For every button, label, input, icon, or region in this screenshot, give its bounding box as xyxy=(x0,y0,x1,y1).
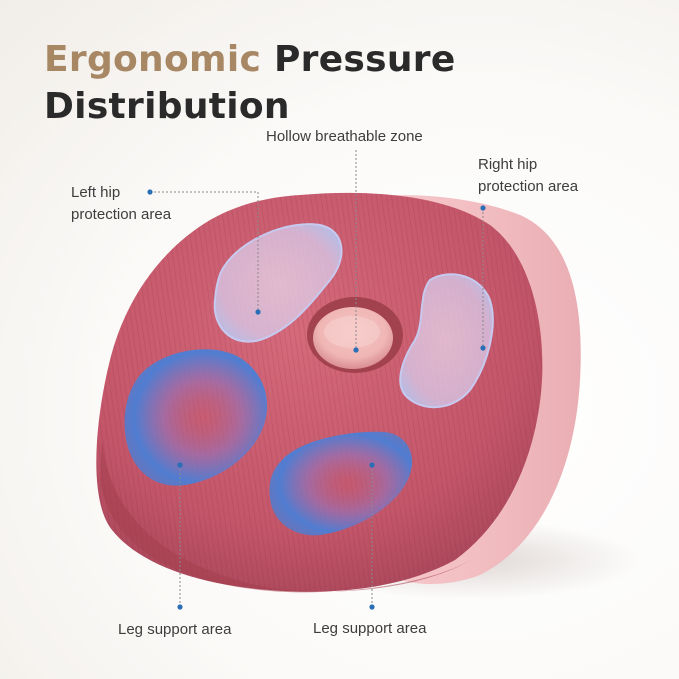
left-hip-zone xyxy=(213,223,343,343)
hollow-breathable-zone xyxy=(307,297,403,373)
callout-dots xyxy=(147,189,486,610)
dot-leg-right-label xyxy=(369,604,375,610)
headline-accent: Ergonomic xyxy=(44,39,262,80)
headline-line-2: Distribution xyxy=(44,86,290,127)
label-right-hip-line2: protection area xyxy=(478,178,579,195)
leader-left-hip xyxy=(150,191,259,312)
dot-leg-left-zone xyxy=(177,462,183,468)
label-left-hip-line1: Left hip xyxy=(71,184,121,201)
right-hip-zone xyxy=(399,273,494,409)
label-right-hip: Right hip protection area xyxy=(478,154,578,198)
headline-line-1: Ergonomic Pressure xyxy=(44,42,456,78)
dot-left-hip-label xyxy=(147,189,153,195)
headline-rest: Pressure xyxy=(273,39,456,80)
label-right-hip-line1: Right hip xyxy=(478,156,538,173)
dot-leg-left-label xyxy=(177,604,183,610)
right-leg-zone xyxy=(269,431,413,536)
callout-leaders xyxy=(150,150,484,607)
dot-hollow-zone xyxy=(353,347,359,353)
dot-right-hip-label xyxy=(480,205,486,211)
dot-right-hip-zone xyxy=(480,345,486,351)
dot-leg-right-zone xyxy=(369,462,375,468)
dot-left-hip-zone xyxy=(255,309,261,315)
label-hollow-breathable-zone: Hollow breathable zone xyxy=(266,128,423,145)
label-left-hip-line2: protection area xyxy=(71,206,172,223)
label-left-hip: Left hip protection area xyxy=(71,182,171,226)
label-leg-support-left: Leg support area xyxy=(118,621,232,638)
label-leg-support-right: Leg support area xyxy=(313,620,427,637)
left-leg-zone xyxy=(124,349,268,486)
